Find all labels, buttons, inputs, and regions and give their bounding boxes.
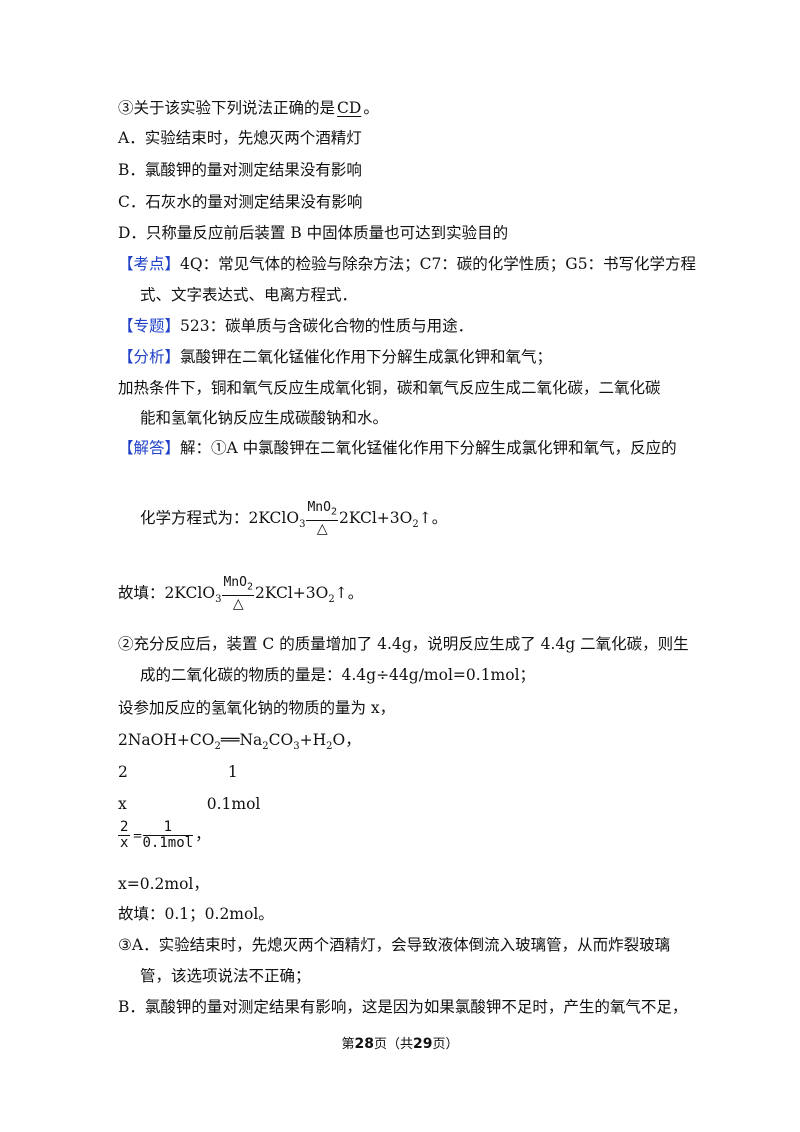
option-a: A．实验结束时，先熄灭两个酒精灯 bbox=[118, 129, 362, 147]
result-line: x=0.2mol， bbox=[118, 875, 209, 893]
zhuanti-line: 【专题】523：碳单质与含碳化合物的性质与用途． bbox=[118, 317, 474, 335]
part3-line-3: B．氯酸钾的量对测定结果有影响，这是因为如果氯酸钾不足时，产生的氧气不足， bbox=[118, 998, 688, 1016]
zhuanti-tag: 【专题】 bbox=[118, 317, 181, 335]
part2-line-2: 成的二氧化碳的物质的量是：4.4g÷44g/mol=0.1mol； bbox=[140, 666, 536, 684]
part3-line-2: 管，该选项说法不正确； bbox=[140, 967, 311, 985]
fill-line: 故填：0.1；0.2mol。 bbox=[118, 905, 274, 923]
option-b: B．氯酸钾的量对测定结果没有影响 bbox=[118, 161, 362, 179]
naoh-reaction: 2NaOH+CO2══Na2CO3+H2O， bbox=[118, 731, 361, 753]
part3-line-1: ③A．实验结束时，先熄灭两个酒精灯，会导致液体倒流入玻璃管，从而炸裂玻璃 bbox=[118, 936, 671, 954]
fenxi-line-3: 能和氢氧化钠反应生成碳酸钠和水。 bbox=[140, 409, 389, 427]
answer-blank: CD bbox=[337, 99, 362, 117]
kaodian-line: 【考点】4Q：常见气体的检验与除杂方法；C7：碳的化学性质；G5：书写化学方程 bbox=[118, 255, 697, 273]
jieda-line: 【解答】解：①A 中氯酸钾在二氧化锰催化作用下分解生成氯化钾和氧气，反应的 bbox=[118, 439, 677, 457]
jieda-tag: 【解答】 bbox=[118, 439, 181, 457]
page-footer: 第28页（共29页） bbox=[341, 1036, 459, 1052]
fenxi-tag: 【分析】 bbox=[118, 348, 181, 366]
part2-line-3: 设参加反应的氢氧化钠的物质的量为 x， bbox=[118, 699, 396, 717]
part2-line-1: ②充分反应后，装置 C 的质量增加了 4.4g，说明反应生成了 4.4g 二氧化… bbox=[118, 635, 689, 653]
fenxi-line-2: 加热条件下，铜和氧气反应生成氧化铜，碳和氧气反应生成二氧化碳，二氧化碳 bbox=[118, 379, 661, 397]
option-d: D．只称量反应前后装置 B 中固体质量也可达到实验目的 bbox=[118, 224, 509, 242]
reaction-condition: MnO2△ bbox=[222, 575, 254, 612]
option-c: C．石灰水的量对测定结果没有影响 bbox=[118, 193, 363, 211]
fenxi-line: 【分析】氯酸钾在二氧化锰催化作用下分解生成氯化钾和氧气； bbox=[118, 348, 553, 366]
kaodian-line-2: 式、文字表达式、电离方程式． bbox=[140, 286, 358, 304]
reaction-condition: MnO2△ bbox=[306, 500, 338, 537]
kaodian-tag: 【考点】 bbox=[118, 255, 181, 273]
